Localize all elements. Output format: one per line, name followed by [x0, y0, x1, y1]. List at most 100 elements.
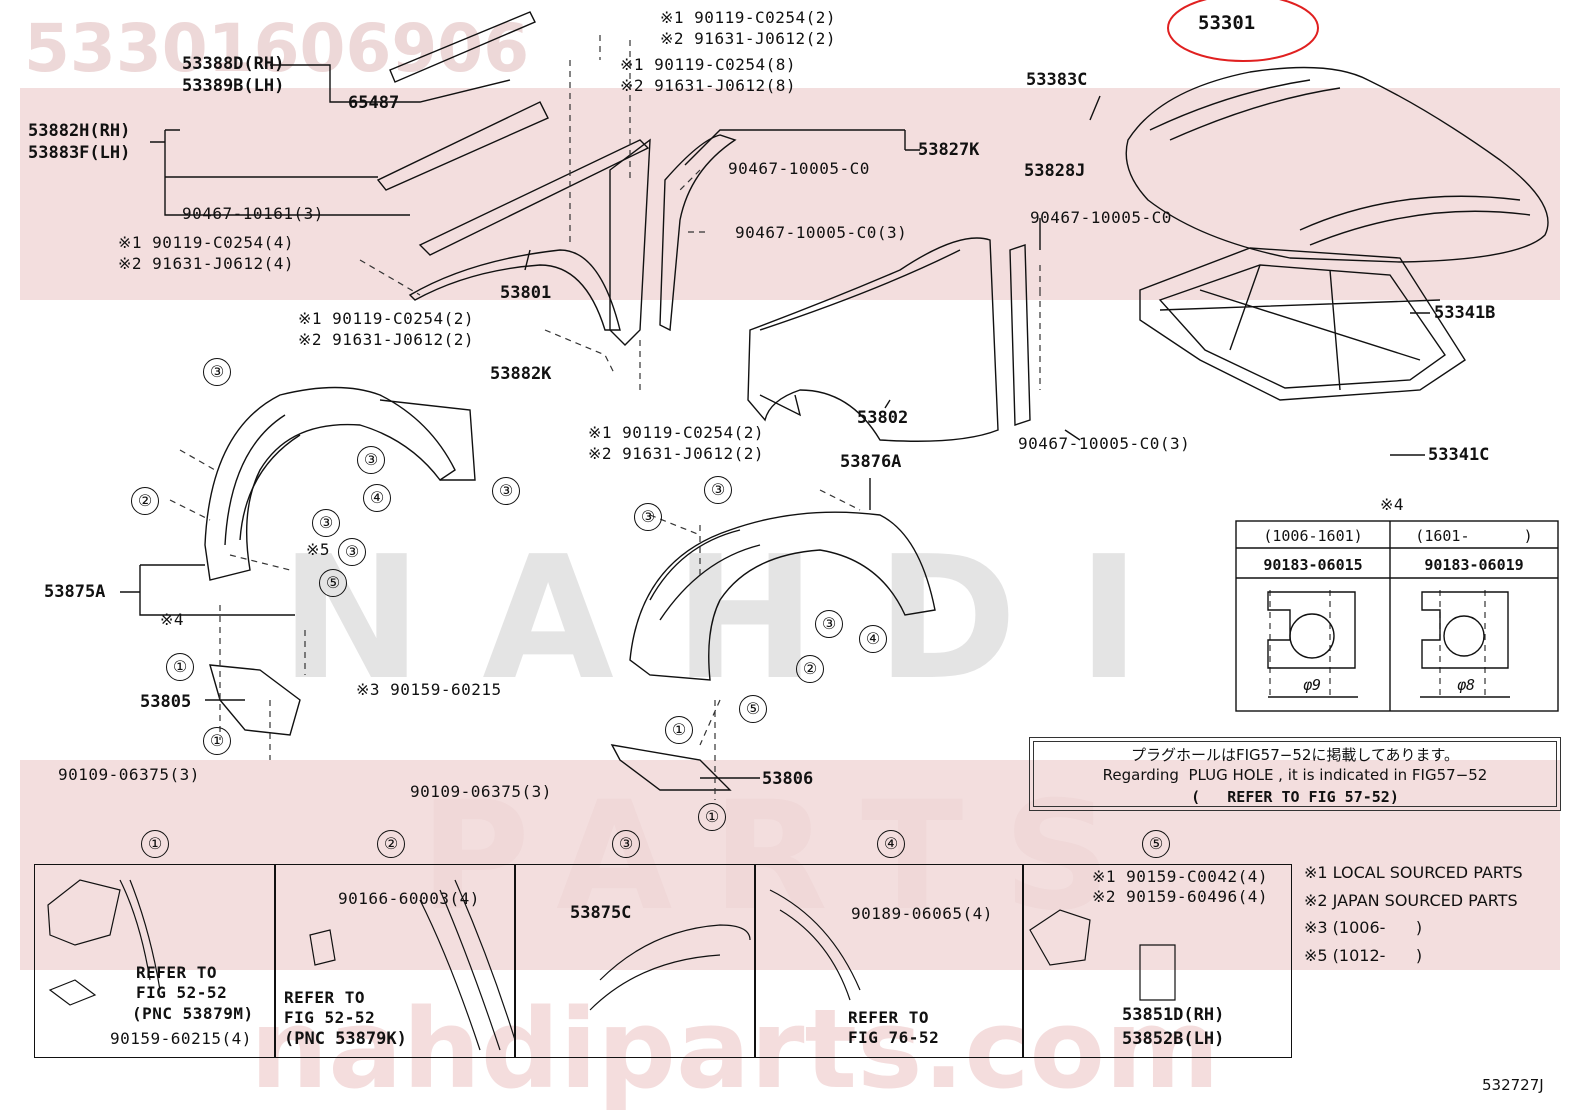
bolt-lower-1-label: ※1 90119-C0254(2): [588, 423, 765, 442]
clip-c0-d-label: 90467-10005-C0(3): [1018, 434, 1191, 453]
callout-3: ③: [815, 610, 843, 638]
seal-rh-label: 53388D(RH): [182, 54, 285, 74]
bolt-lower-2-label: ※2 91631-J0612(2): [588, 444, 765, 463]
clip-10161-label: 90467-10161(3): [182, 204, 324, 223]
callout-3: ③: [312, 509, 340, 537]
p4-part: 90189-06065(4): [851, 904, 993, 923]
callout-3: ③: [634, 503, 662, 531]
watermark-band-top: [20, 88, 1560, 300]
bolt-center-1-label: ※1 90119-C0254(2): [298, 309, 475, 328]
note-5-label: ※5: [306, 540, 331, 559]
callout-2: ②: [131, 487, 159, 515]
p1-fig: FIG 52-52: [136, 983, 228, 1002]
bolt-left-1-label: ※1 90119-C0254(4): [118, 233, 295, 252]
watermark-brand-latin: NAHDI: [280, 520, 1201, 718]
p5-rh: 53851D(RH): [1122, 1005, 1225, 1025]
callout-3: ③: [338, 538, 366, 566]
note-4-label: ※4: [160, 610, 185, 629]
callout-3: ③: [704, 476, 732, 504]
callout-3: ③: [203, 358, 231, 386]
spec-col2-part: 90183-06019: [1424, 556, 1524, 574]
spec-col1-diameter: φ9: [1302, 676, 1322, 694]
watermark-brand-parts: PARTS: [420, 770, 1152, 944]
fender-label: 53802: [857, 408, 909, 428]
panel-3-callout: ③: [612, 830, 640, 858]
p2-refer: REFER TO: [284, 988, 366, 1007]
legend-note-3: ※3 (1006- ): [1304, 918, 1423, 937]
insulator-label: 53341B: [1434, 303, 1496, 323]
seal-53383c-label: 53383C: [1026, 70, 1088, 90]
callout-3: ③: [492, 477, 520, 505]
insulator-clip-label: 53341C: [1428, 445, 1490, 465]
spacer-53882k-label: 53882K: [490, 364, 552, 384]
callout-1: ①: [203, 727, 231, 755]
panel-1-callout: ①: [141, 830, 169, 858]
detail-panel-1: [34, 864, 276, 1058]
p5-part2: ※2 90159-60496(4): [1092, 887, 1269, 906]
note-line-refer: ( REFER TO FIG 57-52): [1191, 788, 1399, 806]
bolt-mid-1-label: ※1 90119-C0254(8): [620, 55, 797, 74]
bolt-06375-mid-label: 90109-06375(3): [410, 782, 552, 801]
bolt-top-1-label: ※1 90119-C0254(2): [660, 8, 837, 27]
spec-col1-part: 90183-06015: [1263, 556, 1363, 574]
p2-pnc: (PNC 53879K): [284, 1029, 407, 1049]
spec-col1-range: (1006-1601): [1263, 527, 1363, 545]
bolt-mid-2-label: ※2 91631-J0612(8): [620, 76, 797, 95]
p4-fig: FIG 76-52: [848, 1028, 940, 1047]
hood-highlight: [1167, 0, 1319, 62]
hood-label: 53301: [1198, 12, 1256, 34]
detail-panel-3: [514, 864, 756, 1058]
callout-5: ⑤: [319, 569, 347, 597]
p1-part: 90159-60215(4): [110, 1029, 252, 1048]
bolt-center-2-label: ※2 91631-J0612(2): [298, 330, 475, 349]
plug-hole-note: プラグホールはFIG57−52に掲載してあります。 Regarding PLUG…: [1029, 737, 1561, 811]
detail-panel-5: [1022, 864, 1292, 1058]
seal-53827k-label: 53827K: [918, 140, 980, 160]
clip-c0-b-label: 90467-10005-C0(3): [735, 223, 908, 242]
panel-2-callout: ②: [377, 830, 405, 858]
watermark-brand-site: nahdiparts.com: [250, 985, 1220, 1113]
detail-panel-2: [274, 864, 516, 1058]
bracket-53806-label: 53806: [762, 769, 814, 789]
p5-part1: ※1 90159-C0042(4): [1092, 867, 1269, 886]
watermark-band-bottom: [20, 760, 1560, 970]
seal-53828j-label: 53828J: [1024, 161, 1086, 181]
panel-5-callout: ⑤: [1142, 830, 1170, 858]
bolt-06375-left-label: 90109-06375(3): [58, 765, 200, 784]
p3-part: 53875C: [570, 903, 632, 923]
spec-table-title: ※4: [1380, 495, 1405, 514]
callout-1: ①: [166, 653, 194, 681]
liner-53875a-label: 53875A: [44, 582, 106, 602]
p5-lh: 53852B(LH): [1122, 1029, 1225, 1049]
note-line-jp: プラグホールはFIG57−52に掲載してあります。: [1130, 746, 1460, 764]
p1-refer: REFER TO: [136, 963, 218, 982]
clip-c0-c-label: 90467-10005-C0: [1030, 208, 1172, 227]
extension-rh-label: 53882H(RH): [28, 121, 131, 141]
spec-col2-diameter: φ8: [1456, 676, 1476, 694]
bolt-top-2-label: ※2 91631-J0612(2): [660, 29, 837, 48]
liner-53876a-label: 53876A: [840, 452, 902, 472]
callout-4: ④: [859, 625, 887, 653]
clip-65487-label: 65487: [348, 93, 400, 113]
bolt-left-2-label: ※2 91631-J0612(4): [118, 254, 295, 273]
p2-fig: FIG 52-52: [284, 1008, 376, 1027]
figure-code: 532727J: [1482, 1076, 1544, 1094]
liner-53801-label: 53801: [500, 283, 552, 303]
callout-5: ⑤: [739, 695, 767, 723]
seal-lh-label: 53389B(LH): [182, 76, 285, 96]
callout-1: ①: [698, 803, 726, 831]
spec-col2-range: (1601- ): [1415, 527, 1533, 545]
p1-pnc: (PNC 53879M): [132, 1004, 254, 1023]
legend-note-5: ※5 (1012- ): [1304, 946, 1423, 965]
legend-japan: ※2 JAPAN SOURCED PARTS: [1304, 891, 1518, 910]
watermark-part-number: 53301606906: [24, 10, 530, 87]
legend-local: ※1 LOCAL SOURCED PARTS: [1304, 863, 1523, 882]
callout-1: ①: [665, 716, 693, 744]
p4-refer: REFER TO: [848, 1008, 930, 1027]
callout-4: ④: [363, 484, 391, 512]
extension-lh-label: 53883F(LH): [28, 143, 131, 163]
p2-part: 90166-60003(4): [338, 889, 480, 908]
detail-panel-4: [754, 864, 1024, 1058]
